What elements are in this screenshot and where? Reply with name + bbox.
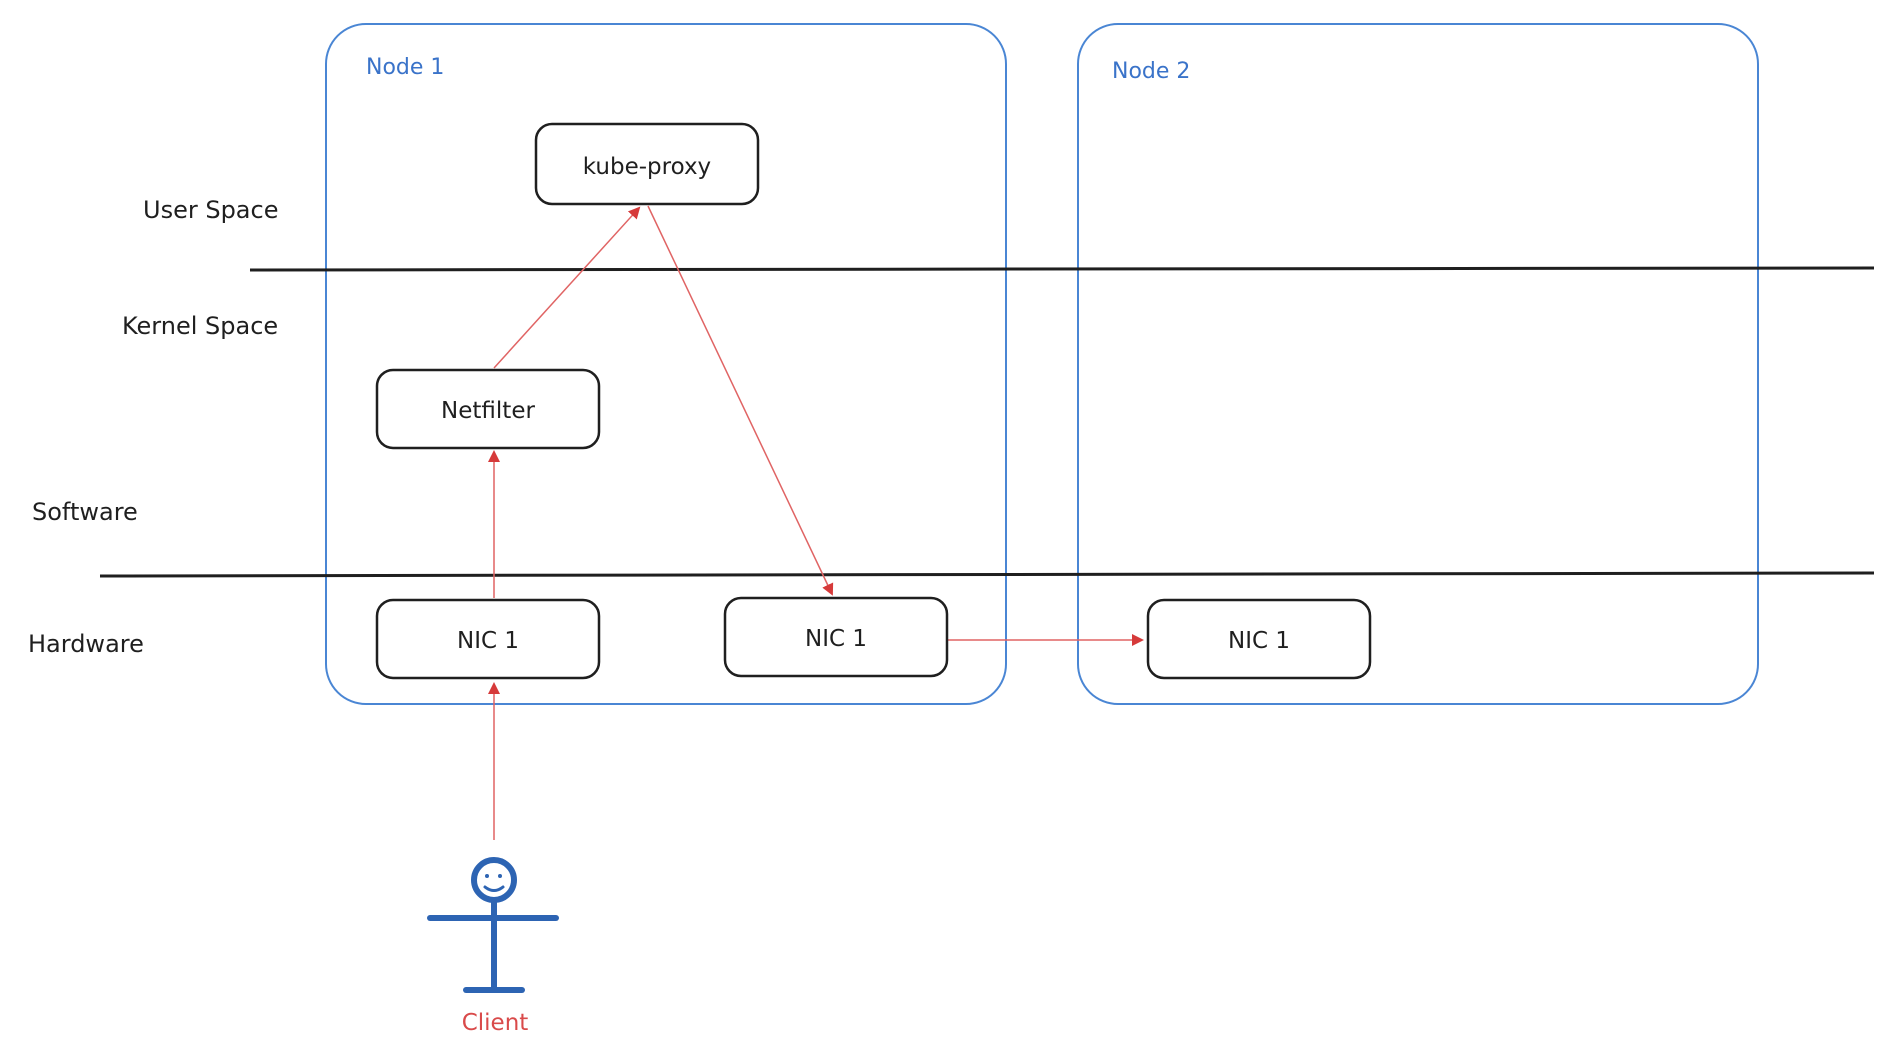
kube-proxy-label: kube-proxy bbox=[583, 154, 711, 180]
nic-label-node1-ingress: NIC 1 bbox=[457, 628, 519, 654]
arrow-netfilter-to-kube-proxy bbox=[493, 206, 641, 369]
nic-label-node1-egress: NIC 1 bbox=[805, 626, 867, 652]
nic-box-node1-ingress: NIC 1 bbox=[375, 598, 601, 680]
kube-proxy-box: kube-proxy bbox=[534, 122, 760, 206]
node-2-title: Node 2 bbox=[1112, 59, 1190, 84]
node-1-container bbox=[325, 23, 1007, 705]
layer-label-software: Software bbox=[32, 498, 138, 526]
nic-box-node1-egress: NIC 1 bbox=[723, 596, 949, 678]
netfilter-label: Netfilter bbox=[441, 398, 535, 424]
software-hardware-divider bbox=[99, 571, 1875, 578]
layer-label-user-space: User Space bbox=[143, 196, 278, 224]
node-2-container bbox=[1077, 23, 1759, 705]
nic-label-node2: NIC 1 bbox=[1228, 628, 1290, 654]
client-figure-icon bbox=[427, 857, 559, 993]
client-label: Client bbox=[462, 1010, 529, 1036]
nic-box-node2: NIC 1 bbox=[1146, 598, 1372, 680]
netfilter-box: Netfilter bbox=[375, 368, 601, 450]
user-kernel-divider bbox=[249, 266, 1875, 272]
layer-label-hardware: Hardware bbox=[28, 630, 144, 658]
arrow-kube-proxy-to-nic bbox=[647, 205, 834, 596]
layer-label-kernel-space: Kernel Space bbox=[122, 312, 278, 340]
node-1-title: Node 1 bbox=[366, 55, 444, 80]
